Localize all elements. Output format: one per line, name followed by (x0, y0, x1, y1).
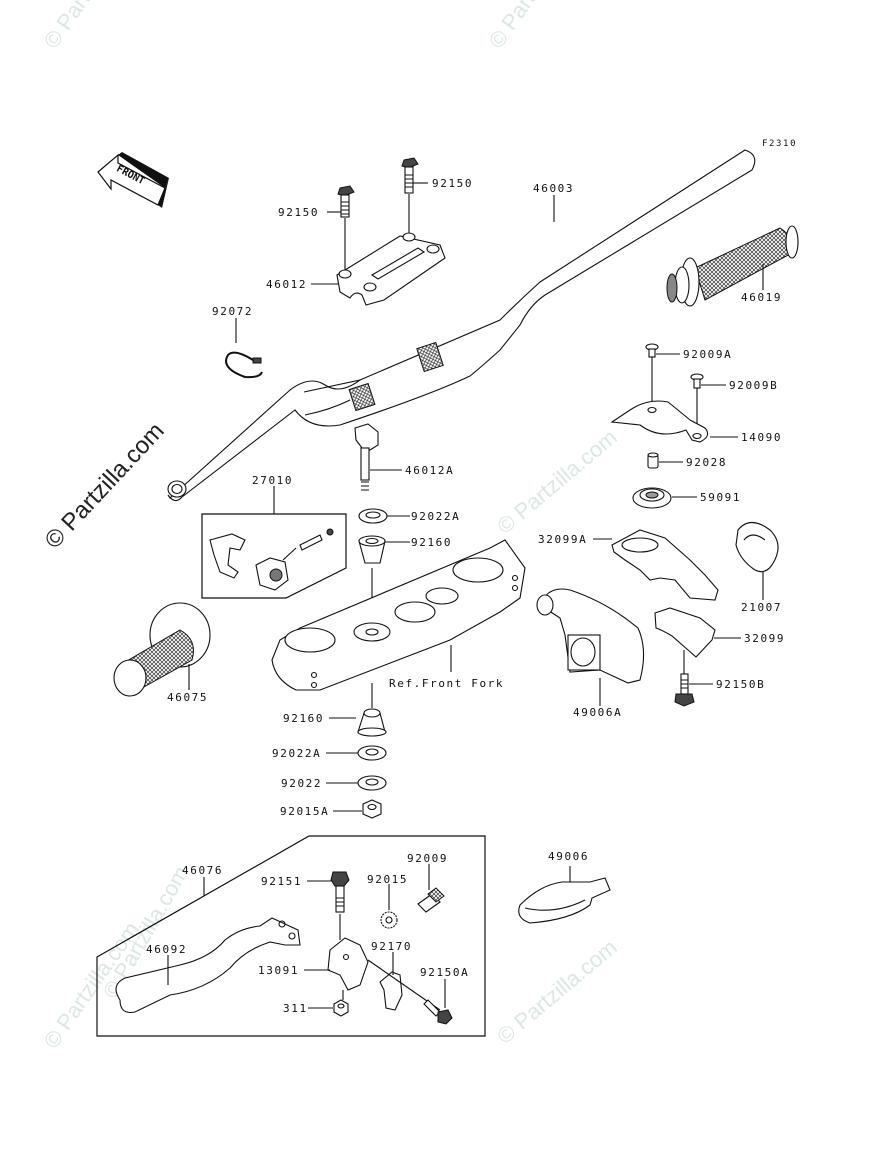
label-32099: 32099 (744, 632, 785, 645)
housing-32099A-part[interactable] (611, 529, 719, 601)
label-92022A-bottom: 92022A (272, 747, 321, 760)
bolt-92150-right[interactable] (401, 157, 419, 194)
label-46076: 46076 (182, 864, 223, 877)
screw-92009B[interactable] (690, 373, 704, 389)
label-92150-right: 92150 (432, 177, 473, 190)
handlebar-clamp-part[interactable] (336, 232, 446, 306)
label-92022: 92022 (281, 777, 322, 790)
label-92150B: 92150B (716, 678, 765, 691)
label-46003: 46003 (533, 182, 574, 195)
label-49006: 49006 (548, 850, 589, 863)
washer-92022A-top[interactable] (358, 508, 388, 524)
label-46012: 46012 (266, 278, 307, 291)
bolt-92151[interactable] (330, 871, 350, 913)
nut-92015A[interactable] (362, 799, 382, 819)
label-92009: 92009 (407, 852, 448, 865)
steering-stem-bracket-part[interactable] (271, 539, 526, 691)
label-49006A: 49006A (573, 706, 622, 719)
clutch-lever-assembly-46076[interactable] (96, 835, 486, 1037)
label-92009B: 92009B (729, 379, 778, 392)
rubber-92160-top[interactable] (358, 535, 386, 564)
label-92150A: 92150A (420, 966, 469, 979)
screw-92009A[interactable] (645, 343, 659, 358)
diagram-code: F2310 (762, 139, 797, 149)
cover-14090-part[interactable] (610, 400, 709, 443)
label-92072: 92072 (212, 305, 253, 318)
watermark: © Partzilla.com (39, 0, 145, 53)
label-92170: 92170 (371, 940, 412, 953)
pulley-59091-part[interactable] (632, 487, 672, 509)
switch-assembly-27010[interactable] (201, 513, 347, 599)
left-grip-part[interactable] (113, 602, 211, 697)
watermark: © Partzilla.com (492, 424, 622, 538)
label-92015: 92015 (367, 873, 408, 886)
label-92009A: 92009A (683, 348, 732, 361)
label-92151: 92151 (261, 875, 302, 888)
ring-21007-part[interactable] (735, 521, 779, 573)
watermark-main: © Partzilla.com (40, 417, 170, 554)
clamp-92170[interactable] (379, 971, 403, 1011)
label-13091: 13091 (258, 964, 299, 977)
ref-front-fork-note: Ref.Front Fork (389, 677, 504, 690)
throttle-housing-49006A-part[interactable] (536, 588, 645, 684)
clamp-32099-part[interactable] (654, 607, 716, 658)
handlebar-part[interactable] (167, 149, 756, 502)
lever-46092-part[interactable] (115, 917, 301, 1014)
nut-311[interactable] (333, 999, 349, 1017)
label-92022A-top: 92022A (411, 510, 460, 523)
label-46019: 46019 (741, 291, 782, 304)
label-92160-bottom: 92160 (283, 712, 324, 725)
bolt-92150A[interactable] (423, 999, 453, 1025)
label-92028: 92028 (686, 456, 727, 469)
locknut-92015[interactable] (380, 911, 398, 929)
watermark: © Partzilla.com (492, 934, 622, 1048)
label-14090: 14090 (741, 431, 782, 444)
label-92150-left: 92150 (278, 206, 319, 219)
adjuster-92009[interactable] (417, 887, 445, 913)
lever-cover-49006-part[interactable] (518, 877, 611, 924)
holder-46012A-part[interactable] (354, 423, 379, 491)
watermark: © Partzilla.com (484, 0, 590, 53)
bolt-92150-left[interactable] (337, 185, 355, 218)
label-46075: 46075 (167, 691, 208, 704)
label-311: 311 (283, 1002, 308, 1015)
label-27010: 27010 (252, 474, 293, 487)
label-92160-top: 92160 (411, 536, 452, 549)
lever-holder-13091[interactable] (327, 937, 369, 991)
label-32099A: 32099A (538, 533, 587, 546)
washer-92022A-bottom[interactable] (357, 745, 387, 761)
right-grip-part[interactable] (666, 225, 799, 307)
label-46092: 46092 (146, 943, 187, 956)
label-46012A: 46012A (405, 464, 454, 477)
label-59091: 59091 (700, 491, 741, 504)
label-92015A: 92015A (280, 805, 329, 818)
washer-92022[interactable] (357, 775, 387, 791)
label-21007: 21007 (741, 601, 782, 614)
band-clamp-part[interactable] (225, 351, 263, 379)
front-arrow-icon: FRONT (97, 152, 169, 208)
rubber-92160-bottom[interactable] (357, 708, 387, 737)
bolt-92150B[interactable] (674, 673, 695, 707)
collar-92028-part[interactable] (647, 452, 659, 469)
